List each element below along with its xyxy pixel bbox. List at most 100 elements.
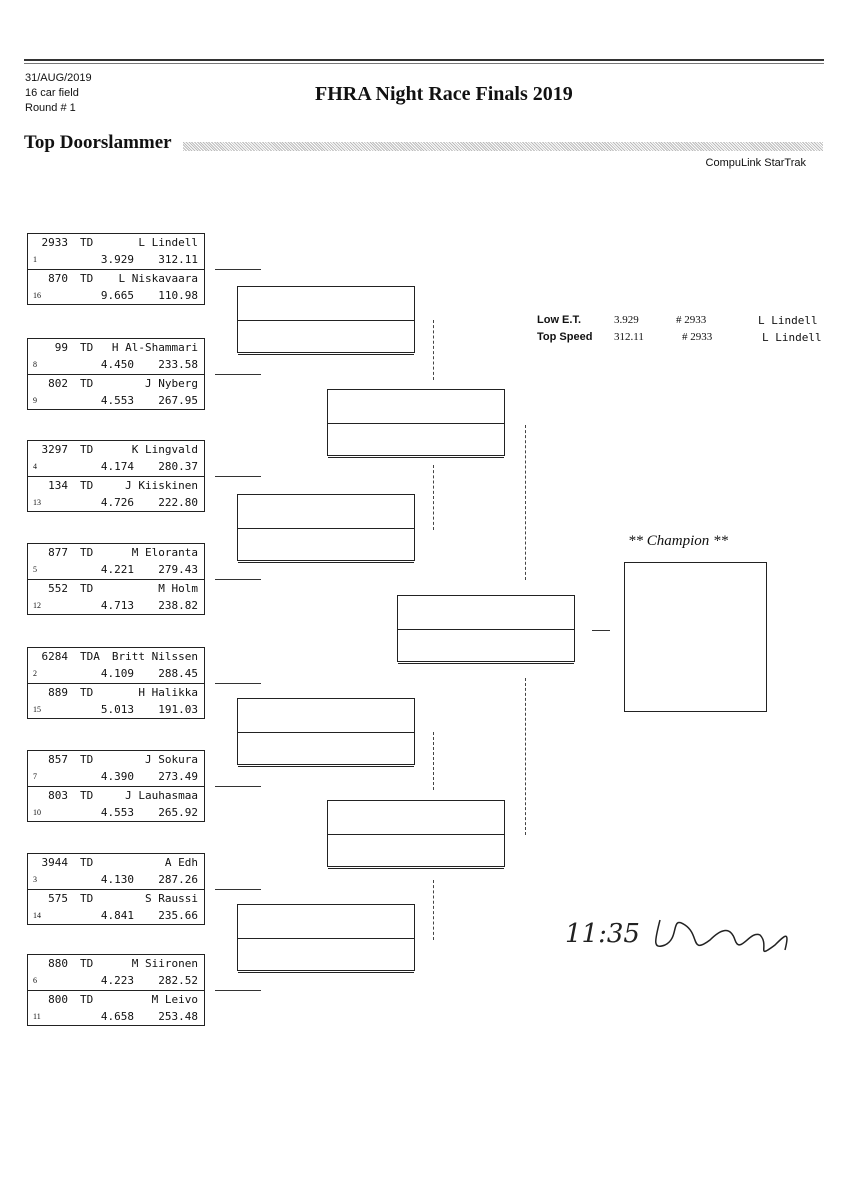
top-speed: 273.49 (158, 770, 198, 783)
bracket-connector (215, 990, 261, 991)
car-class: TD (80, 957, 94, 970)
seed-number: 12 (33, 601, 41, 610)
car-number: 3944 (41, 856, 69, 869)
driver-name: J Kiiskinen (125, 479, 198, 492)
low-et-car: # 2933 (676, 314, 707, 326)
car-class: TD (80, 892, 94, 905)
bracket-dashed-connector (525, 678, 527, 835)
final-box (397, 595, 575, 664)
lane-slot (328, 424, 504, 458)
car-class: TD (80, 236, 94, 249)
seed-number: 15 (33, 705, 41, 714)
driver-name: M Leivo (151, 993, 198, 1006)
car-class: TD (80, 753, 94, 766)
software-brand: CompuLink StarTrak (705, 157, 806, 169)
car-number: 870 (48, 272, 68, 285)
elapsed-time: 4.841 (100, 909, 134, 922)
bracket-connector (215, 269, 261, 270)
bracket-connector (215, 374, 261, 375)
driver-name: A Edh (164, 856, 198, 869)
top-speed: 253.48 (158, 1010, 198, 1023)
bracket-dashed-connector (433, 465, 435, 530)
seed-number: 9 (33, 396, 37, 405)
elapsed-time: 4.130 (100, 873, 134, 886)
car-number: 3297 (41, 443, 69, 456)
car-class: TD (80, 582, 94, 595)
top-speed: 265.92 (158, 806, 198, 819)
seed-number: 2 (33, 669, 37, 678)
bracket-dashed-connector (433, 732, 435, 790)
car-number: 2933 (41, 236, 69, 249)
event-title: FHRA Night Race Finals 2019 (315, 83, 573, 105)
driver-name: Britt Nilssen (111, 650, 198, 663)
lane-slot (328, 801, 504, 835)
elapsed-time: 4.450 (100, 358, 134, 371)
top-speed: 233.58 (158, 358, 198, 371)
car-class: TD (80, 856, 94, 869)
driver-name: L Lindell (138, 236, 198, 249)
bracket-connector (215, 579, 261, 580)
car-number: 800 (48, 993, 68, 1006)
top-speed: 191.03 (158, 703, 198, 716)
elapsed-time: 4.713 (100, 599, 134, 612)
car-number: 802 (48, 377, 68, 390)
top-speed-driver: L Lindell (762, 331, 822, 344)
champion-box (624, 562, 767, 712)
round2-box (237, 904, 415, 973)
driver-name: M Holm (158, 582, 198, 595)
top-speed-label: Top Speed (537, 331, 593, 343)
seed-number: 11 (33, 1012, 41, 1021)
bracket-connector (215, 786, 261, 787)
semifinal-box (327, 800, 505, 869)
top-speed: 235.66 (158, 909, 198, 922)
lane-slot (238, 529, 414, 563)
bracket-connector (215, 889, 261, 890)
seed-number: 10 (33, 808, 41, 817)
seed-number: 7 (33, 772, 37, 781)
driver-name: J Nyberg (145, 377, 198, 390)
seed-number: 8 (33, 360, 37, 369)
round2-box (237, 494, 415, 563)
car-class: TDA (80, 650, 100, 663)
car-class: TD (80, 479, 94, 492)
lane-slot (238, 939, 414, 973)
driver-name: K Lingvald (131, 443, 198, 456)
seed-number: 6 (33, 976, 37, 985)
bracket-connector (215, 683, 261, 684)
top-speed: 279.43 (158, 563, 198, 576)
driver-name: S Raussi (145, 892, 198, 905)
low-et-driver: L Lindell (758, 314, 818, 327)
driver-name: H Halikka (138, 686, 198, 699)
driver-name: L Niskavaara (118, 272, 198, 285)
car-number: 877 (48, 546, 68, 559)
lane-slot (238, 905, 414, 939)
seed-number: 13 (33, 498, 41, 507)
bracket-dashed-connector (433, 320, 435, 380)
elapsed-time: 4.109 (100, 667, 134, 680)
bracket-connector (215, 476, 261, 477)
top-speed: 282.52 (158, 974, 198, 987)
low-et-value: 3.929 (614, 314, 639, 326)
seed-number: 16 (33, 291, 41, 300)
top-speed: 222.80 (158, 496, 198, 509)
elapsed-time: 3.929 (100, 253, 134, 266)
lane-slot (238, 495, 414, 529)
top-speed: 238.82 (158, 599, 198, 612)
car-class: TD (80, 443, 94, 456)
